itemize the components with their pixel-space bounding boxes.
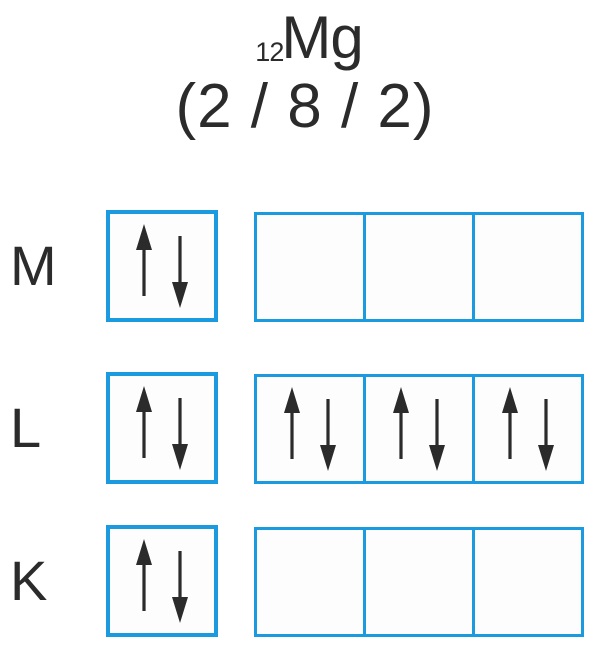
- shell-label-l: L: [10, 396, 42, 459]
- element-line: 12Mg: [0, 8, 600, 68]
- shell-label-k: K: [10, 549, 48, 612]
- electron-pair-l-s: [110, 376, 214, 480]
- arrow-down-icon: [169, 234, 191, 310]
- arrow-up-icon: [390, 385, 412, 461]
- shell-row-l: L: [0, 372, 600, 484]
- p-orbital-box-k-3[interactable]: [472, 527, 584, 637]
- electron-pair-l-p2: [366, 377, 472, 481]
- p-orbital-group-m: [254, 212, 584, 322]
- page-title: 12Mg (2 / 8 / 2): [0, 8, 600, 138]
- arrow-down-icon: [169, 396, 191, 472]
- p-orbital-box-m-1[interactable]: [254, 212, 366, 322]
- s-orbital-box-m[interactable]: [106, 210, 218, 322]
- atomic-number: 12: [255, 37, 284, 67]
- arrow-down-icon: [169, 549, 191, 625]
- arrow-up-icon: [133, 537, 155, 613]
- s-orbital-box-l[interactable]: [106, 372, 218, 484]
- shell-row-k: K: [0, 525, 600, 637]
- arrow-up-icon: [281, 385, 303, 461]
- electron-pair-l-p1: [257, 377, 363, 481]
- shell-label-m: M: [10, 234, 57, 297]
- electron-pair-l-p3: [475, 377, 581, 481]
- electron-pair-m-s: [110, 214, 214, 318]
- arrow-down-icon: [317, 397, 339, 473]
- p-orbital-box-m-3[interactable]: [472, 212, 584, 322]
- p-orbital-box-m-2[interactable]: [363, 212, 475, 322]
- p-orbital-box-l-3[interactable]: [472, 374, 584, 484]
- arrow-down-icon: [426, 397, 448, 473]
- p-orbital-box-l-1[interactable]: [254, 374, 366, 484]
- arrow-up-icon: [499, 385, 521, 461]
- s-orbital-box-k[interactable]: [106, 525, 218, 637]
- p-orbital-box-k-2[interactable]: [363, 527, 475, 637]
- p-orbital-group-k: [254, 527, 584, 637]
- p-orbital-box-k-1[interactable]: [254, 527, 366, 637]
- element-symbol: Mg: [281, 4, 363, 71]
- arrow-down-icon: [535, 397, 557, 473]
- arrow-up-icon: [133, 384, 155, 460]
- electron-configuration: (2 / 8 / 2): [175, 72, 435, 141]
- p-orbital-group-l: [254, 374, 584, 484]
- shell-row-m: M: [0, 210, 600, 322]
- p-orbital-box-l-2[interactable]: [363, 374, 475, 484]
- electron-pair-k-s: [110, 529, 214, 633]
- arrow-up-icon: [133, 222, 155, 298]
